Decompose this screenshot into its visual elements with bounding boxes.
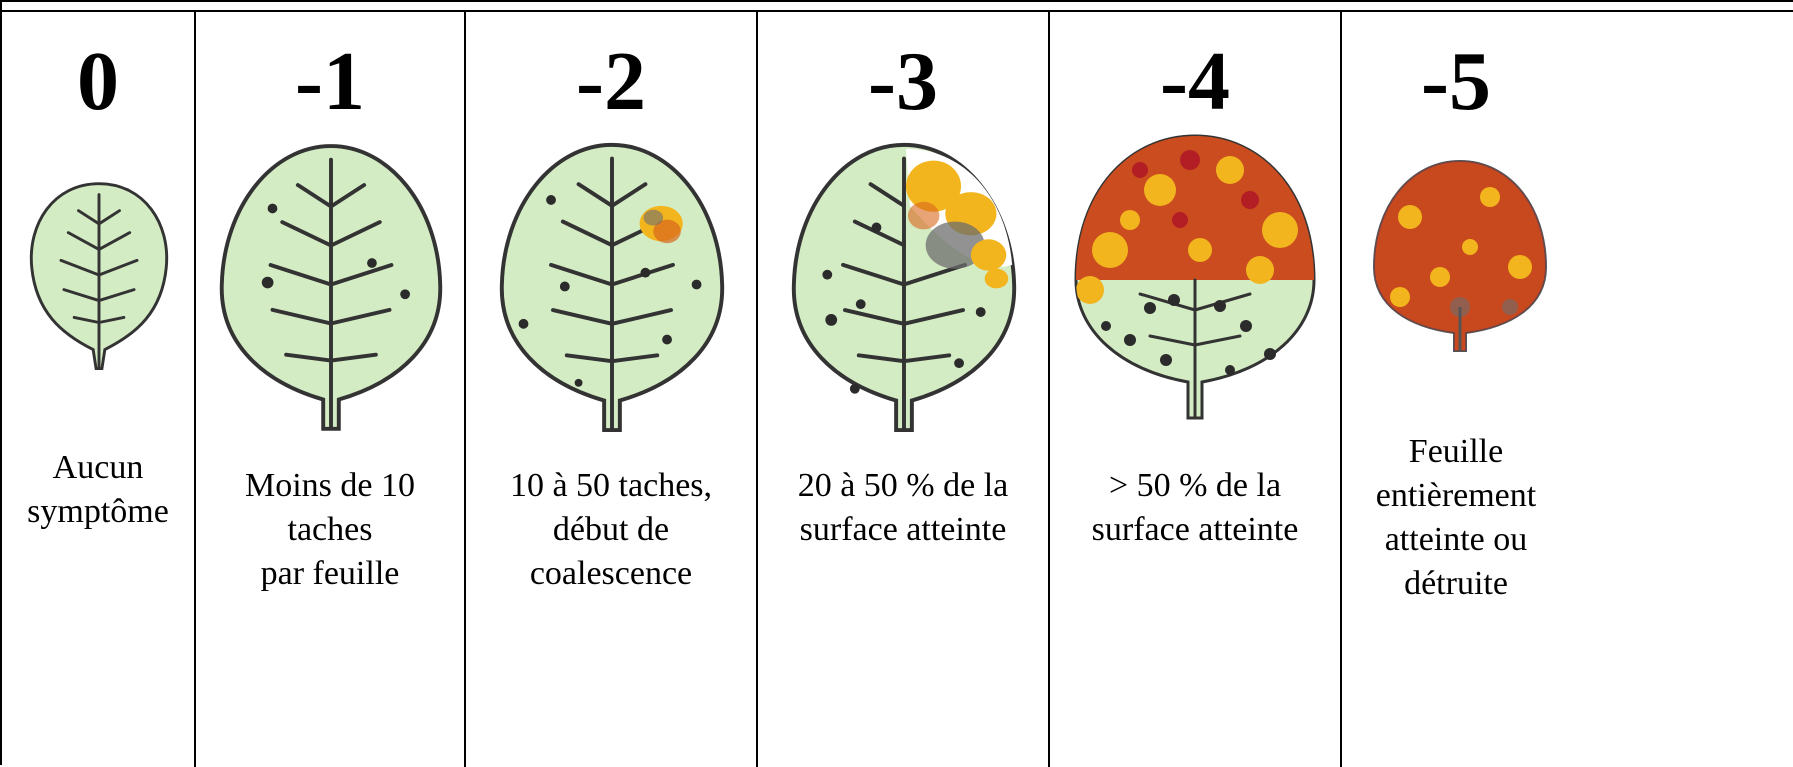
score-label: -1 xyxy=(196,34,464,130)
description-line: surface atteinte xyxy=(1050,508,1340,552)
description-line: symptôme xyxy=(2,490,194,534)
score-label: 0 xyxy=(2,34,194,130)
description-text: 20 à 50 % de la surface atteinte xyxy=(758,464,1048,552)
description-line: 20 à 50 % de la xyxy=(758,464,1048,508)
leaf-few-spots-icon xyxy=(214,137,448,432)
description-line: par feuille xyxy=(196,552,464,596)
description-line: surface atteinte xyxy=(758,508,1048,552)
level-column-minus-4: -4 xyxy=(1050,12,1342,767)
leaf-coalescing-spots-icon xyxy=(492,137,732,432)
description-text: > 50 % de la surface atteinte xyxy=(1050,464,1340,552)
score-label: -3 xyxy=(758,34,1048,130)
description-line: coalescence xyxy=(466,552,756,596)
healthy-leaf-icon xyxy=(24,180,174,370)
score-label: -2 xyxy=(466,34,756,130)
description-line: entièrement xyxy=(1342,474,1570,518)
description-text: Feuille entièrement atteinte ou détruite xyxy=(1342,430,1570,606)
description-text: Moins de 10 taches par feuille xyxy=(196,464,464,596)
description-line: atteinte ou xyxy=(1342,518,1570,562)
level-column-0: 0 Aucun symptôme xyxy=(2,12,196,767)
description-line: Aucun xyxy=(2,446,194,490)
level-column-minus-5: -5 Feuille en xyxy=(1342,12,1793,767)
description-line: 10 à 50 taches, xyxy=(466,464,756,508)
table-top-row xyxy=(2,2,1793,12)
description-line: détruite xyxy=(1342,562,1570,606)
description-line: Feuille xyxy=(1342,430,1570,474)
description-text: 10 à 50 taches, début de coalescence xyxy=(466,464,756,596)
description-line: > 50 % de la xyxy=(1050,464,1340,508)
leaf-majority-lesion-icon xyxy=(1070,130,1320,420)
description-text: Aucun symptôme xyxy=(2,446,194,534)
leaf-partial-lesion-icon xyxy=(784,137,1024,432)
score-label: -4 xyxy=(1050,34,1340,130)
description-line: début de xyxy=(466,508,756,552)
level-column-minus-3: -3 xyxy=(758,12,1050,767)
level-column-minus-2: -2 10 à 50 ta xyxy=(466,12,758,767)
description-line: Moins de 10 xyxy=(196,464,464,508)
score-label: -5 xyxy=(1342,34,1570,130)
description-line: taches xyxy=(196,508,464,552)
level-column-minus-1: -1 Moins de 10 taches par feuille xyxy=(196,12,466,767)
leaf-destroyed-icon xyxy=(1370,157,1550,352)
